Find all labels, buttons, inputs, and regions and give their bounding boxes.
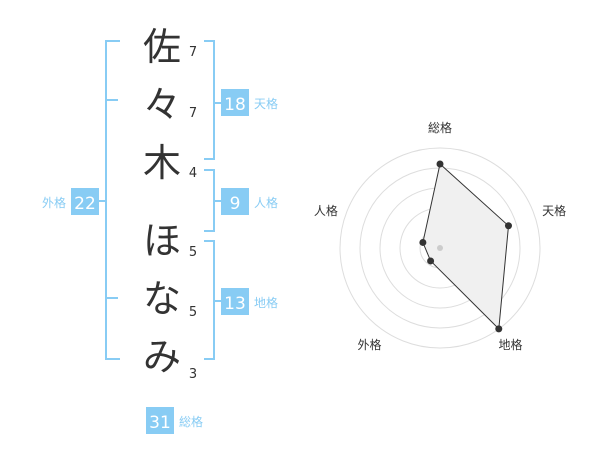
chikaku-label: 地格 bbox=[254, 295, 278, 310]
radar-point-1 bbox=[436, 160, 444, 168]
gaikaku-label: 外格 bbox=[42, 195, 66, 210]
name-char-4: ほ bbox=[143, 219, 181, 263]
jinkaku-badge: 9 人格 bbox=[221, 188, 278, 215]
name-char-5: な bbox=[143, 277, 181, 321]
stroke-count-4: 5 bbox=[189, 245, 197, 260]
radar-point-5 bbox=[419, 238, 427, 246]
stroke-counts: 7 7 4 5 5 3 bbox=[189, 45, 197, 382]
chikaku-badge-box bbox=[221, 288, 249, 315]
soukaku-value: 31 bbox=[149, 413, 171, 433]
radar-axis-label-2: 天格 bbox=[542, 203, 566, 218]
chikaku-badge: 13 地格 bbox=[221, 288, 278, 315]
soukaku-badge: 31 総格 bbox=[146, 407, 203, 434]
radar-axis-label-3: 地格 bbox=[498, 337, 522, 352]
stroke-count-1: 7 bbox=[189, 45, 197, 60]
stroke-count-2: 7 bbox=[189, 106, 197, 121]
radar-points bbox=[419, 160, 512, 333]
radar-ring-5 bbox=[339, 147, 541, 349]
tenkaku-value: 18 bbox=[224, 95, 246, 115]
stroke-count-6: 3 bbox=[189, 367, 197, 382]
brackets bbox=[98, 40, 222, 360]
name-char-3: 木 bbox=[143, 141, 181, 185]
soukaku-label: 総格 bbox=[179, 414, 203, 429]
stroke-count-3: 4 bbox=[189, 166, 197, 181]
gaikaku-badge-box bbox=[71, 188, 99, 215]
soukaku-badge-box bbox=[146, 407, 174, 434]
jinkaku-bracket bbox=[204, 169, 215, 232]
name-char-1: 佐 bbox=[143, 25, 181, 69]
chikaku-bracket bbox=[204, 240, 215, 360]
radar-axis-label-5: 人格 bbox=[314, 203, 338, 218]
radar-point-4 bbox=[427, 257, 435, 265]
gaikaku-value: 22 bbox=[74, 194, 96, 214]
name-char-2: 々 bbox=[143, 83, 181, 127]
gaikaku-bracket bbox=[105, 40, 120, 360]
radar-point-2 bbox=[504, 222, 512, 230]
tenkaku-badge-box bbox=[221, 89, 249, 116]
jinkaku-badge-box bbox=[221, 188, 249, 215]
jinkaku-label: 人格 bbox=[254, 195, 278, 210]
tenkaku-bracket bbox=[204, 40, 215, 160]
radar-point-3 bbox=[495, 325, 503, 333]
fortune-badges: 18 天格 9 人格 13 地格 外格 22 31 総格 bbox=[42, 89, 278, 434]
jinkaku-value: 9 bbox=[230, 194, 241, 214]
chikaku-value: 13 bbox=[224, 294, 246, 314]
radar-axis-label-4: 外格 bbox=[357, 337, 381, 352]
radar-center-dot bbox=[437, 245, 443, 251]
name-characters: 佐 々 木 ほ な み bbox=[143, 25, 181, 379]
name-char-6: み bbox=[143, 335, 181, 379]
radar-axis-label-1: 総格 bbox=[428, 120, 452, 135]
tenkaku-badge: 18 天格 bbox=[221, 89, 278, 116]
radar-area bbox=[422, 163, 510, 331]
tenkaku-label: 天格 bbox=[254, 96, 278, 111]
stroke-count-5: 5 bbox=[189, 305, 197, 320]
gaikaku-badge: 外格 22 bbox=[42, 188, 99, 215]
